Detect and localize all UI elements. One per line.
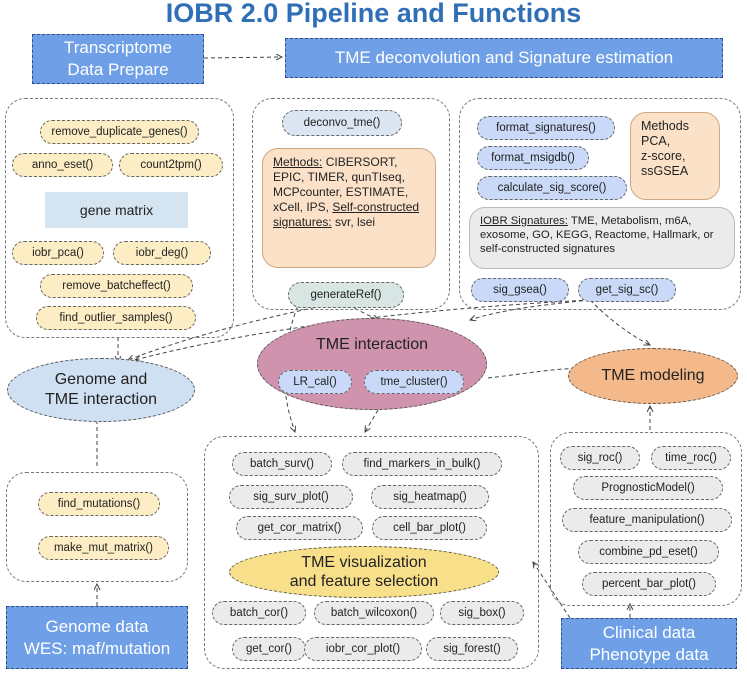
genome-data-line2: WES: maf/mutation — [23, 638, 171, 658]
deconvo-tme-pill: deconvo_tme() — [282, 110, 402, 136]
find-outlier-samples-pill: find_outlier_samples() — [36, 306, 196, 330]
prepare-region — [5, 98, 234, 338]
iobr-signatures-label: IOBR Signatures: — [480, 215, 568, 227]
clinical-data-line1: Clinical data — [602, 622, 696, 642]
sig-gsea-pill: sig_gsea() — [471, 278, 569, 302]
sig-methods-line4: ssGSEA — [641, 164, 689, 178]
format-msigdb-pill: format_msigdb() — [477, 146, 589, 170]
methods-text: CIBERSORT, EPIC, TIMER, qunTIseq, MCPcou… — [273, 155, 409, 214]
methods-label: Methods: — [273, 155, 323, 169]
sig-roc-pill: sig_roc() — [560, 446, 640, 470]
tme-interaction-title: TME interaction — [315, 336, 429, 353]
signature-region — [459, 98, 741, 310]
batch-surv-pill: batch_surv() — [232, 452, 332, 476]
percent-bar-plot-pill: percent_bar_plot() — [582, 572, 716, 596]
find-markers-in-bulk-pill: find_markers_in_bulk() — [342, 452, 502, 476]
iobr-signatures-text: TME, Metabolism, m6A, exosome, GO, KEGG,… — [480, 215, 714, 255]
time-roc-pill: time_roc() — [651, 446, 731, 470]
sig-box-pill: sig_box() — [440, 601, 524, 625]
batch-cor-pill: batch_cor() — [212, 601, 306, 625]
deconvo-methods-box: Methods: CIBERSORT, EPIC, TIMER, qunTIse… — [262, 148, 436, 268]
get-cor-pill: get_cor() — [232, 637, 306, 661]
arrow-interaction-to-visual — [365, 409, 379, 432]
self-constructed-text: svr, lsei — [331, 215, 376, 229]
sig-methods-line1: Methods — [641, 119, 689, 133]
visualization-region — [204, 436, 539, 669]
arrow-transcriptome-to-deconv — [203, 57, 282, 58]
remove-batcheffect-pill: remove_batcheffect() — [40, 274, 193, 298]
anno-eset-pill: anno_eset() — [12, 153, 113, 177]
sig-methods-box: Methods PCA, z-score, ssGSEA — [630, 112, 720, 200]
format-signatures-pill: format_signatures() — [477, 116, 615, 140]
clinical-data-line2: Phenotype data — [589, 644, 709, 664]
sig-heatmap-pill: sig_heatmap() — [371, 485, 489, 509]
mutation-region — [6, 472, 188, 582]
iobr-cor-plot-pill: iobr_cor_plot() — [304, 637, 422, 661]
tme-interaction-ellipse: TME interaction — [257, 318, 487, 410]
transcriptome-line1: Transcriptome — [63, 38, 172, 57]
deconvo-region — [252, 98, 450, 310]
arrow-sig-to-genome — [135, 299, 591, 360]
self-constructed-label: Self-constructed signatures: — [273, 200, 420, 229]
find-mutations-pill: find_mutations() — [38, 492, 160, 516]
count2tpm-pill: count2tpm() — [119, 153, 223, 177]
lr-cal-pill: LR_cal() — [278, 370, 352, 394]
tme-cluster-pill: tme_cluster() — [364, 370, 464, 394]
gene-matrix-box: gene matrix — [45, 192, 188, 228]
remove-duplicate-genes-pill: remove_duplicate_genes() — [40, 120, 199, 144]
sig-forest-pill: sig_forest() — [426, 637, 518, 661]
arrow-interaction-to-modeling — [487, 368, 610, 379]
tme-modeling-ellipse: TME modeling — [568, 348, 738, 404]
sig-methods-line3: z-score, — [641, 149, 686, 163]
tme-deconv-box: TME deconvolution and Signature estimati… — [285, 38, 723, 78]
transcriptome-line2: Data Prepare — [67, 60, 169, 79]
generate-ref-pill: generateRef() — [288, 282, 404, 308]
batch-wilcoxon-pill: batch_wilcoxon() — [314, 601, 434, 625]
modeling-region — [550, 432, 742, 606]
feature-manipulation-pill: feature_manipulation() — [562, 508, 732, 532]
tme-visualization-ellipse: TME visualization and feature selection — [229, 546, 499, 598]
arrow-sig-to-modeling — [589, 299, 650, 345]
genome-data-line1: Genome data — [45, 616, 149, 636]
cell-bar-plot-pill: cell_bar_plot() — [372, 516, 487, 540]
get-cor-matrix-pill: get_cor_matrix() — [236, 516, 363, 540]
diagram-title: IOBR 2.0 Pipeline and Functions — [165, 0, 582, 28]
arrow-sig-to-interaction — [470, 299, 591, 320]
make-mut-matrix-pill: make_mut_matrix() — [38, 536, 169, 560]
iobr-deg-pill: iobr_deg() — [113, 241, 211, 265]
genome-tme-line2: TME interaction — [44, 391, 158, 408]
prognostic-model-pill: PrognosticModel() — [573, 476, 723, 500]
sig-methods-line2: PCA, — [641, 134, 671, 148]
iobr-signatures-box: IOBR Signatures: TME, Metabolism, m6A, e… — [469, 207, 735, 269]
get-sig-sc-pill: get_sig_sc() — [578, 278, 676, 302]
genome-tme-line1: Genome and — [54, 371, 148, 388]
visualization-title-line1: TME visualization — [301, 554, 427, 571]
visualization-title-line2: and feature selection — [289, 573, 439, 590]
sig-surv-plot-pill: sig_surv_plot() — [229, 485, 353, 509]
calculate-sig-score-pill: calculate_sig_score() — [477, 176, 627, 200]
combine-pd-eset-pill: combine_pd_eset() — [578, 540, 719, 564]
iobr-pca-pill: iobr_pca() — [12, 241, 104, 265]
